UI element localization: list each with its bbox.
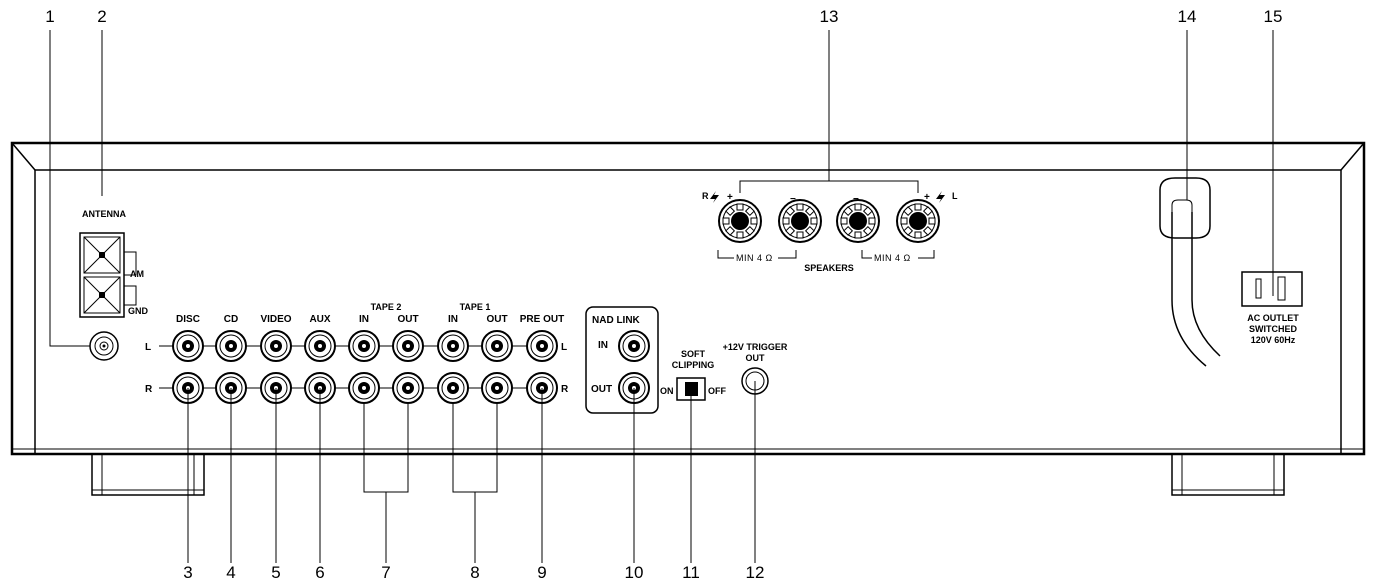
chassis bbox=[10, 141, 1366, 456]
left-channel-label: L bbox=[145, 342, 151, 353]
video-left-jack[interactable] bbox=[260, 330, 292, 362]
callout-10: 10 bbox=[625, 563, 644, 582]
speaker-l-label: L bbox=[952, 191, 958, 201]
right-foot bbox=[1171, 452, 1285, 496]
speaker-plus-right: + bbox=[924, 192, 930, 203]
ac-outlet-label-2: SWITCHED bbox=[1249, 324, 1297, 334]
speaker-min-left: MIN 4 Ω bbox=[736, 253, 773, 263]
callout-2: 2 bbox=[97, 7, 106, 26]
ac-outlet-label-1: AC OUTLET bbox=[1247, 313, 1299, 323]
soft-clipping-off-label: OFF bbox=[708, 386, 726, 396]
speaker-r-label: R bbox=[702, 191, 709, 201]
speaker-left-plus-post[interactable] bbox=[896, 199, 940, 243]
tape2-in-label: IN bbox=[359, 314, 369, 325]
lightning-icon-right bbox=[936, 191, 945, 203]
callout-7: 7 bbox=[381, 563, 390, 582]
right-channel-label-pre-out: R bbox=[561, 384, 569, 395]
tape2-label: TAPE 2 bbox=[371, 302, 402, 312]
nad-link-title: NAD LINK bbox=[592, 315, 641, 326]
nad-link-out-label: OUT bbox=[591, 384, 612, 395]
tape1-in-right-jack[interactable] bbox=[437, 372, 469, 404]
aux-label: AUX bbox=[309, 314, 330, 325]
speaker-terminals: R + − − + L MIN 4 Ω MIN 4 Ω SPEAKERS bbox=[702, 130, 958, 273]
am-label: AM bbox=[130, 269, 144, 279]
lightning-icon bbox=[710, 191, 719, 203]
disc-left-jack[interactable] bbox=[172, 330, 204, 362]
antenna-terminal: ANTENNA AM GND bbox=[79, 209, 149, 318]
rca-jacks: L R L R DISC CD VIDEO AUX TAPE 2 IN OUT … bbox=[145, 302, 569, 404]
soft-clipping-on-label: ON bbox=[660, 386, 674, 396]
tape2-out-right-jack[interactable] bbox=[392, 372, 424, 404]
callout-13: 13 bbox=[820, 7, 839, 26]
nad-link-panel: NAD LINK IN OUT bbox=[585, 306, 659, 414]
speaker-minus-1: − bbox=[790, 194, 796, 205]
tape2-in-right-jack[interactable] bbox=[348, 372, 380, 404]
left-foot bbox=[91, 452, 205, 496]
tape1-in-label: IN bbox=[448, 314, 458, 325]
gnd-terminal[interactable] bbox=[83, 276, 121, 314]
callout-12: 12 bbox=[746, 563, 765, 582]
tape1-out-right-jack[interactable] bbox=[481, 372, 513, 404]
pre-out-label: PRE OUT bbox=[520, 314, 564, 325]
cd-label: CD bbox=[224, 314, 238, 325]
callout-3: 3 bbox=[183, 563, 192, 582]
ac-outlet-label-3: 120V 60Hz bbox=[1251, 335, 1296, 345]
nad-link-in-jack[interactable] bbox=[618, 330, 650, 362]
ac-outlet-socket[interactable] bbox=[1241, 271, 1303, 307]
speaker-left-minus-post[interactable] bbox=[836, 199, 880, 243]
callout-6: 6 bbox=[315, 563, 324, 582]
tape2-out-left-jack[interactable] bbox=[392, 330, 424, 362]
trigger-label-1: +12V TRIGGER bbox=[723, 342, 788, 352]
pre-out-left-jack[interactable] bbox=[526, 330, 558, 362]
callout-4: 4 bbox=[226, 563, 235, 582]
speaker-right-plus-post[interactable] bbox=[718, 199, 762, 243]
right-channel-label: R bbox=[145, 384, 153, 395]
speakers-label: SPEAKERS bbox=[804, 263, 854, 273]
soft-clipping-title-1: SOFT bbox=[681, 349, 706, 359]
gnd-label: GND bbox=[128, 306, 149, 316]
nad-link-in-label: IN bbox=[598, 340, 608, 351]
aux-left-jack[interactable] bbox=[304, 330, 336, 362]
speaker-right-minus-post[interactable] bbox=[778, 199, 822, 243]
soft-clipping-title-2: CLIPPING bbox=[672, 360, 715, 370]
tape1-label: TAPE 1 bbox=[460, 302, 491, 312]
disc-label: DISC bbox=[176, 314, 200, 325]
cd-left-jack[interactable] bbox=[215, 330, 247, 362]
tape1-out-left-jack[interactable] bbox=[481, 330, 513, 362]
tape2-out-label: OUT bbox=[397, 314, 418, 325]
callout-leaders bbox=[49, 30, 1274, 563]
tape2-in-left-jack[interactable] bbox=[348, 330, 380, 362]
callout-numbers: 1 2 3 4 5 6 7 8 9 10 11 12 13 14 15 bbox=[45, 7, 1282, 582]
callout-5: 5 bbox=[271, 563, 280, 582]
tape1-out-label: OUT bbox=[486, 314, 507, 325]
callout-14: 14 bbox=[1178, 7, 1197, 26]
callout-9: 9 bbox=[537, 563, 546, 582]
speaker-plus-left: + bbox=[727, 192, 733, 203]
video-label: VIDEO bbox=[260, 314, 291, 325]
am-terminal[interactable] bbox=[83, 236, 121, 274]
callout-15: 15 bbox=[1264, 7, 1283, 26]
power-cord bbox=[1159, 177, 1221, 367]
antenna-label: ANTENNA bbox=[82, 209, 126, 219]
callout-11: 11 bbox=[682, 563, 700, 582]
callout-1: 1 bbox=[45, 7, 54, 26]
callout-8: 8 bbox=[470, 563, 479, 582]
tape1-in-left-jack[interactable] bbox=[437, 330, 469, 362]
ac-outlet: AC OUTLET SWITCHED 120V 60Hz bbox=[1241, 271, 1303, 345]
left-channel-label-pre-out: L bbox=[561, 342, 567, 353]
trigger-label-2: OUT bbox=[746, 353, 766, 363]
speaker-min-right: MIN 4 Ω bbox=[874, 253, 911, 263]
